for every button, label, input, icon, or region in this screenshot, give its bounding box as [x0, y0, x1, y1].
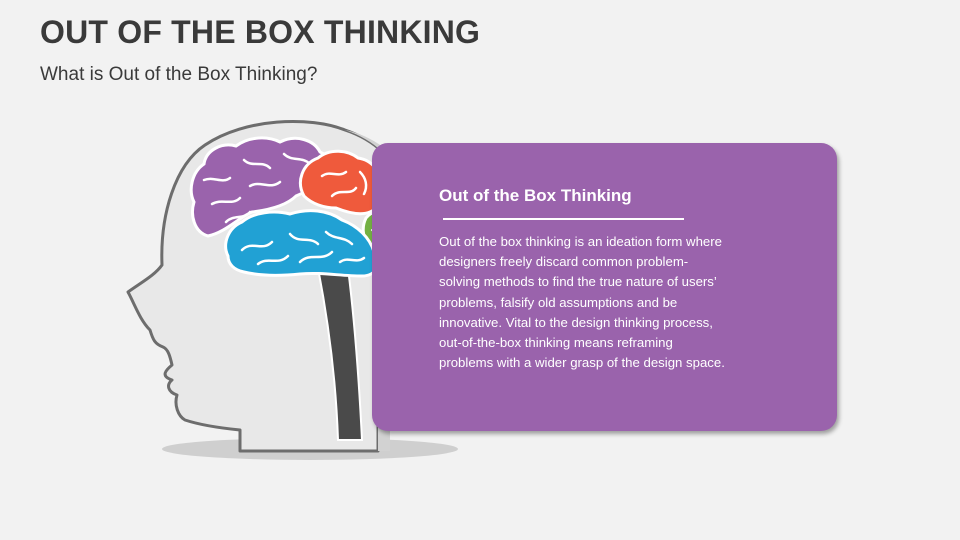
info-panel — [372, 143, 837, 431]
brain-lobe-purple — [189, 136, 334, 238]
panel-divider — [443, 218, 684, 220]
brain-stem — [316, 267, 364, 441]
panel-body-text: Out of the box thinking is an ideation f… — [439, 234, 725, 371]
slide-title: OUT OF THE BOX THINKING — [40, 14, 481, 50]
panel-heading: Out of the Box Thinking — [439, 186, 632, 205]
slide-subtitle: What is Out of the Box Thinking? — [40, 64, 318, 85]
